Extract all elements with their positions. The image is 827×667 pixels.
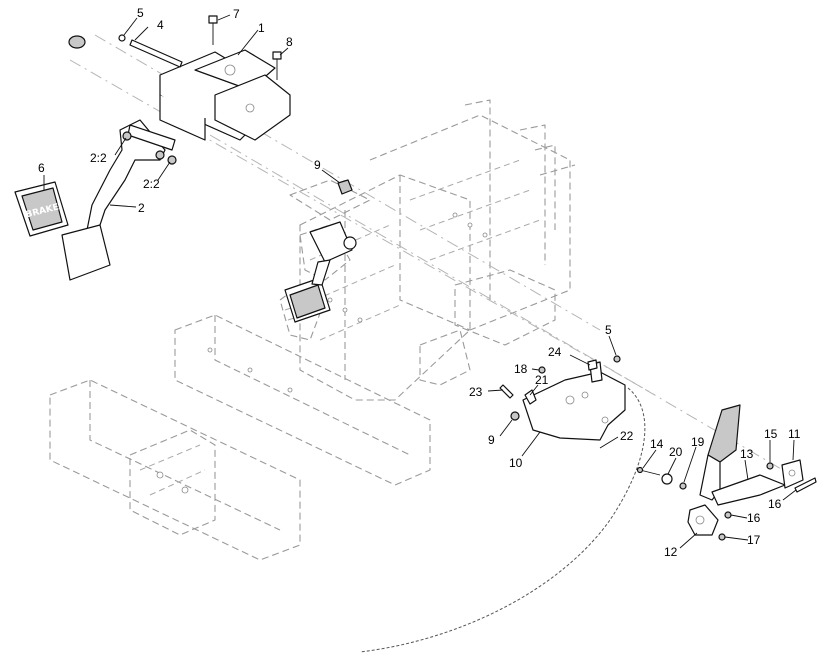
callout-2: 2 (138, 201, 145, 215)
callout-16-upper: 16 (768, 497, 782, 511)
callout-10: 10 (509, 456, 523, 470)
callout-labels: 5 4 7 1 8 2:2 2:2 6 2 9 5 24 18 21 23 9 … (38, 6, 801, 559)
callout-8: 8 (286, 35, 293, 49)
callout-15: 15 (764, 427, 778, 441)
part-24 (587, 359, 598, 371)
callout-9-lower: 9 (488, 433, 495, 447)
brake-cable (359, 387, 646, 653)
callout-2-2-upper: 2:2 (90, 151, 107, 165)
bolt-7 (208, 15, 218, 45)
callout-7: 7 (233, 7, 240, 21)
callout-17: 17 (747, 533, 761, 547)
pivot-rod (118, 34, 183, 68)
washer-19 (679, 482, 687, 490)
accelerator-pedal (284, 221, 357, 323)
frame-holes (156, 212, 488, 494)
callout-24: 24 (548, 345, 562, 359)
part-17 (718, 533, 726, 541)
bolt-14 (636, 466, 661, 476)
leader-lines (43, 14, 797, 549)
callout-1: 1 (258, 21, 265, 35)
bolt-8 (272, 51, 282, 80)
brake-pad: BRAKE (14, 181, 69, 237)
callout-23: 23 (469, 385, 483, 399)
brake-pedal-arm (84, 119, 177, 241)
callout-21: 21 (535, 373, 549, 387)
washer-20 (661, 473, 673, 485)
callout-2-2-lower: 2:2 (143, 177, 160, 191)
callout-11: 11 (788, 427, 801, 441)
callout-9-upper: 9 (314, 158, 321, 172)
cable-end-16 (794, 477, 817, 493)
callout-12: 12 (664, 545, 678, 559)
washer (68, 35, 86, 49)
part-15 (766, 462, 774, 470)
part-9-lower (510, 411, 520, 421)
callout-6: 6 (38, 161, 45, 175)
pedal-mount-bracket (159, 49, 291, 141)
callout-14: 14 (650, 437, 664, 451)
callout-4: 4 (157, 18, 164, 32)
callout-5-lower: 5 (605, 323, 612, 337)
callout-18: 18 (514, 362, 528, 376)
parking-brake-lever (687, 404, 786, 536)
callout-19: 19 (691, 435, 705, 449)
callout-20: 20 (669, 445, 683, 459)
bolt-9-upper (337, 179, 353, 195)
lever-bracket-11 (781, 459, 804, 489)
callout-22: 22 (620, 429, 634, 443)
callout-16-lower: 16 (747, 511, 761, 525)
part-23 (499, 384, 514, 399)
part-16-lower (724, 511, 732, 519)
pedal-plate (61, 224, 111, 281)
part-21 (524, 389, 537, 405)
part-5-lower (613, 355, 621, 363)
callout-5-top: 5 (137, 6, 144, 20)
callout-13: 13 (740, 447, 754, 461)
